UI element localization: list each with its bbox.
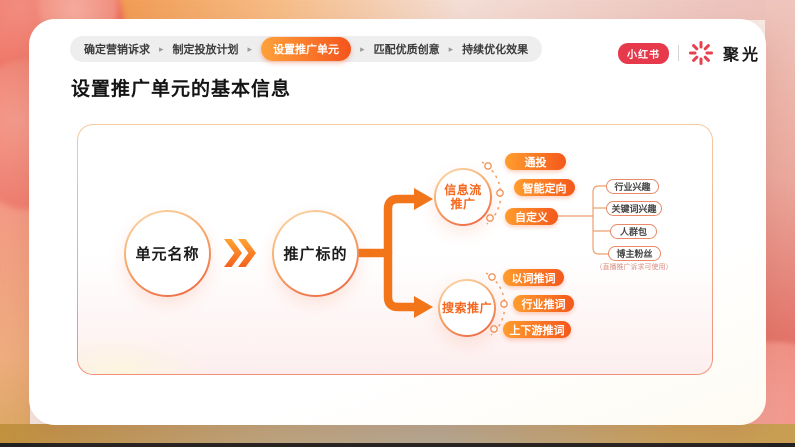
page-title: 设置推广单元的基本信息 (71, 79, 292, 100)
node-label-line1: 信息流 (444, 182, 482, 197)
top-gradient-band (0, 0, 795, 20)
juguang-logo: 聚光 (723, 47, 762, 64)
node-unit-name[interactable]: 单元名称 (124, 210, 211, 297)
xiaohongshu-logo: 小红书 (618, 42, 669, 64)
pill-custom[interactable]: 自定义 (505, 208, 558, 225)
chevron-right-icon: ▸ (159, 43, 164, 54)
bottom-dark-strip (0, 443, 795, 447)
node-label: 推广标的 (283, 246, 348, 263)
logo-divider (678, 45, 679, 61)
blogger-fans-note: （直播推广诉求可使用） (595, 264, 673, 271)
pill-smart-targeting[interactable]: 智能定向 (514, 179, 575, 196)
chevron-right-icon: ▸ (247, 43, 253, 54)
chevron-right-icon: ▸ (360, 43, 365, 54)
logo-group: 小红书 聚光 (618, 41, 762, 65)
node-search-promo[interactable]: 搜索推广 (438, 279, 496, 337)
node-label: 搜索推广 (441, 300, 492, 315)
pill-blogger-fans[interactable]: 博主粉丝 (608, 246, 661, 261)
node-feed-promo[interactable]: 信息流 推广 (434, 168, 492, 226)
breadcrumb-step-1[interactable]: 确定营销诉求 (84, 44, 150, 56)
node-promo-target[interactable]: 推广标的 (272, 210, 359, 297)
pill-industry-words[interactable]: 行业推词 (513, 295, 574, 312)
double-chevron-icon (224, 239, 256, 267)
breadcrumb: 确定营销诉求 ▸ 制定投放计划 ▸ 设置推广单元 ▸ 匹配优质创意 ▸ 持续优化… (70, 36, 543, 62)
pill-tongtou[interactable]: 通投 (505, 153, 566, 170)
chevron-right-icon: ▸ (448, 43, 454, 54)
node-label-line2: 推广 (450, 197, 476, 211)
breadcrumb-step-3-active[interactable]: 设置推广单元 (261, 37, 352, 61)
pill-audience-pack[interactable]: 人群包 (610, 224, 657, 239)
breadcrumb-step-2[interactable]: 制定投放计划 (172, 44, 239, 56)
starburst-icon (689, 41, 713, 65)
pill-updownstream-words[interactable]: 上下游推词 (503, 321, 571, 338)
breadcrumb-step-4[interactable]: 匹配优质创意 (373, 44, 440, 56)
pill-word-to-word[interactable]: 以词推词 (503, 269, 564, 286)
pill-industry-interest[interactable]: 行业兴趣 (606, 179, 659, 194)
breadcrumb-step-5[interactable]: 持续优化效果 (462, 44, 529, 56)
node-label: 单元名称 (135, 246, 200, 263)
pill-keyword-interest[interactable]: 关键词兴趣 (606, 201, 662, 216)
bottom-gradient-band (0, 424, 795, 443)
